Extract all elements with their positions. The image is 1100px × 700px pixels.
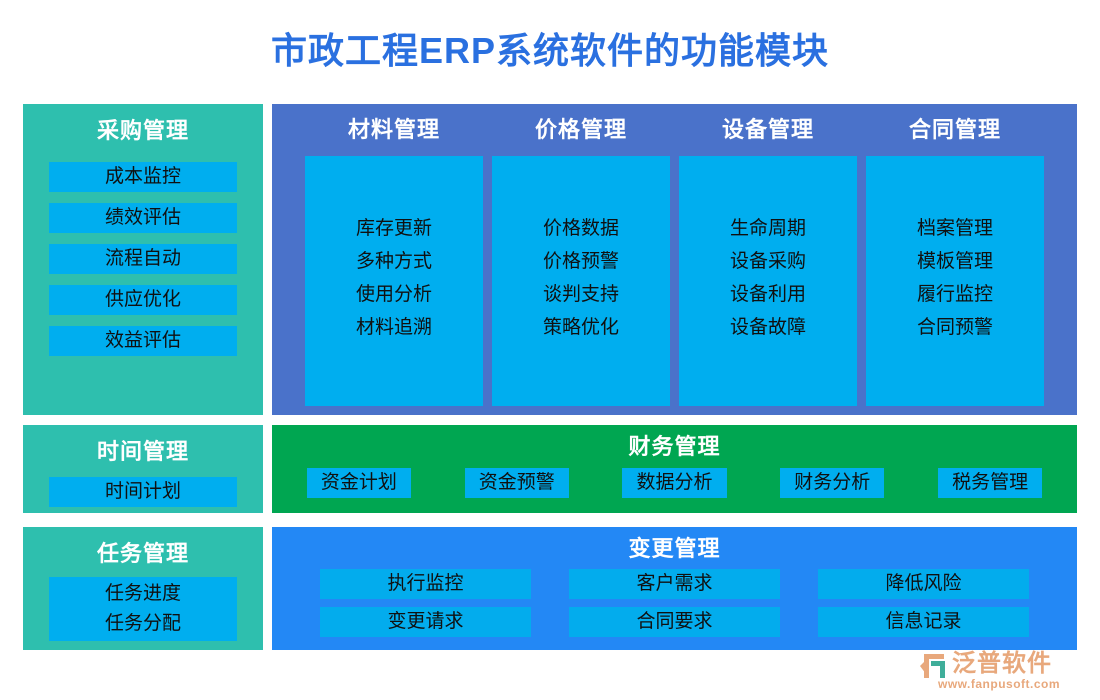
list-item[interactable]: 供应优化 xyxy=(49,285,237,315)
list-item[interactable]: 策略优化 xyxy=(542,317,619,338)
list-item[interactable]: 设备故障 xyxy=(729,317,806,338)
list-item[interactable]: 设备利用 xyxy=(729,284,806,305)
column-equipment: 设备管理 生命周期 设备采购 设备利用 设备故障 xyxy=(679,116,857,406)
panel-purchasing: 采购管理 成本监控 绩效评估 流程自动 供应优化 效益评估 xyxy=(23,104,263,415)
list-item[interactable]: 价格预警 xyxy=(542,251,619,272)
panel-change-items: 执行监控 客户需求 降低风险 变更请求 合同要求 信息记录 xyxy=(272,569,1077,637)
list-item[interactable]: 使用分析 xyxy=(355,284,432,305)
list-item[interactable]: 任务分配 xyxy=(104,613,181,634)
list-item[interactable]: 合同要求 xyxy=(569,607,780,637)
list-item[interactable]: 履行监控 xyxy=(916,284,993,305)
column-material: 材料管理 库存更新 多种方式 使用分析 材料追溯 xyxy=(305,116,483,406)
list-item[interactable]: 库存更新 xyxy=(355,218,432,239)
list-item[interactable]: 时间计划 xyxy=(49,477,237,507)
panel-time: 时间管理 时间计划 xyxy=(23,425,263,513)
panel-task-items: 任务进度 任务分配 xyxy=(23,577,263,641)
list-item[interactable]: 模板管理 xyxy=(916,251,993,272)
panel-task-title: 任务管理 xyxy=(96,541,189,566)
list-item[interactable]: 绩效评估 xyxy=(49,203,237,233)
list-item[interactable]: 变更请求 xyxy=(320,607,531,637)
column-price-title: 价格管理 xyxy=(534,117,627,142)
footer-logo: 泛普软件 www.fanpusoft.com xyxy=(918,650,1078,694)
column-contract: 合同管理 档案管理 模板管理 履行监控 合同预警 xyxy=(866,116,1044,406)
fanpu-logo-icon xyxy=(918,652,948,680)
list-item[interactable]: 成本监控 xyxy=(49,162,237,192)
list-item[interactable]: 合同预警 xyxy=(916,317,993,338)
brand-name: 泛普软件 xyxy=(952,650,1052,677)
list-item[interactable]: 资金预警 xyxy=(464,468,569,498)
column-price-card[interactable]: 价格数据 价格预警 谈判支持 策略优化 xyxy=(492,156,670,406)
panel-top-right: 材料管理 库存更新 多种方式 使用分析 材料追溯 价格管理 价格数据 价格预警 … xyxy=(272,104,1077,415)
list-item[interactable]: 效益评估 xyxy=(49,326,237,356)
column-equipment-card[interactable]: 生命周期 设备采购 设备利用 设备故障 xyxy=(679,156,857,406)
panel-change: 变更管理 执行监控 客户需求 降低风险 变更请求 合同要求 信息记录 xyxy=(272,527,1077,650)
column-contract-title: 合同管理 xyxy=(908,117,1001,142)
list-item[interactable]: 降低风险 xyxy=(818,569,1029,599)
list-item[interactable]: 价格数据 xyxy=(542,218,619,239)
panel-purchasing-title: 采购管理 xyxy=(96,118,189,143)
list-item[interactable]: 客户需求 xyxy=(569,569,780,599)
column-wrapper: 材料管理 库存更新 多种方式 使用分析 材料追溯 价格管理 价格数据 价格预警 … xyxy=(272,116,1077,406)
panel-time-title: 时间管理 xyxy=(96,439,189,464)
panel-finance-items: 资金计划 资金预警 数据分析 财务分析 税务管理 xyxy=(272,468,1077,498)
list-item[interactable]: 税务管理 xyxy=(938,468,1043,498)
panel-finance-title: 财务管理 xyxy=(628,434,721,459)
panel-finance: 财务管理 资金计划 资金预警 数据分析 财务分析 税务管理 xyxy=(272,425,1077,513)
column-material-title: 材料管理 xyxy=(347,117,440,142)
list-item[interactable]: 数据分析 xyxy=(622,468,727,498)
panel-time-items: 时间计划 xyxy=(23,477,263,507)
panel-task: 任务管理 任务进度 任务分配 xyxy=(23,527,263,650)
list-item[interactable]: 财务分析 xyxy=(780,468,885,498)
column-material-card[interactable]: 库存更新 多种方式 使用分析 材料追溯 xyxy=(305,156,483,406)
list-item[interactable]: 流程自动 xyxy=(49,244,237,274)
panel-purchasing-items: 成本监控 绩效评估 流程自动 供应优化 效益评估 xyxy=(23,162,263,356)
list-item[interactable]: 设备采购 xyxy=(729,251,806,272)
list-item[interactable]: 信息记录 xyxy=(818,607,1029,637)
list-item[interactable]: 执行监控 xyxy=(320,569,531,599)
list-item[interactable]: 材料追溯 xyxy=(355,317,432,338)
list-item[interactable]: 任务进度 xyxy=(104,583,181,604)
page-title: 市政工程ERP系统软件的功能模块 xyxy=(270,30,830,71)
list-item[interactable]: 档案管理 xyxy=(916,218,993,239)
column-equipment-title: 设备管理 xyxy=(721,117,814,142)
list-item[interactable]: 资金计划 xyxy=(306,468,411,498)
list-item[interactable]: 多种方式 xyxy=(355,251,432,272)
column-price: 价格管理 价格数据 价格预警 谈判支持 策略优化 xyxy=(492,116,670,406)
brand-url: www.fanpusoft.com xyxy=(938,677,1061,691)
list-item[interactable]: 谈判支持 xyxy=(542,284,619,305)
column-contract-card[interactable]: 档案管理 模板管理 履行监控 合同预警 xyxy=(866,156,1044,406)
list-item[interactable]: 生命周期 xyxy=(729,218,806,239)
panel-change-title: 变更管理 xyxy=(628,536,721,561)
list-item-group[interactable]: 任务进度 任务分配 xyxy=(49,577,237,641)
